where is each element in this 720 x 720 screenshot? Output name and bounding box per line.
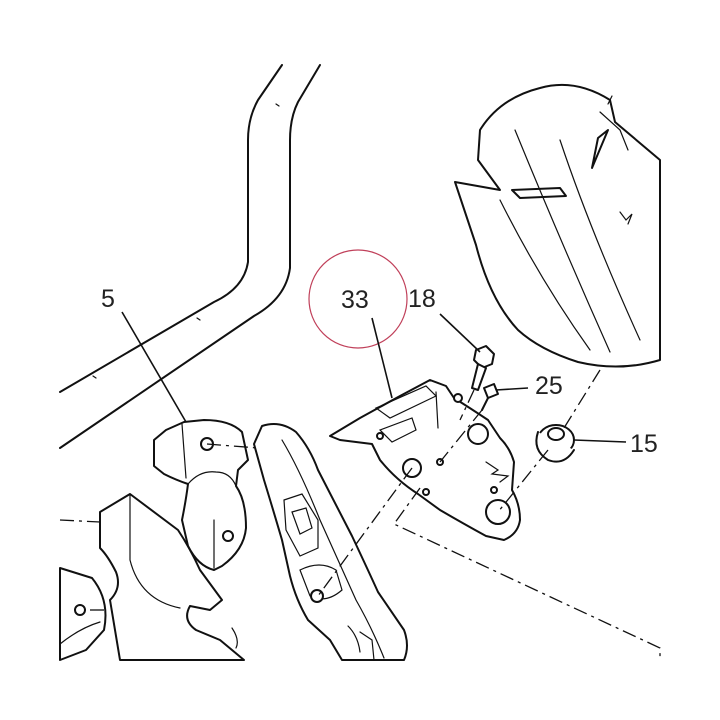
callout-33: 33: [341, 286, 369, 314]
screw-25: [439, 383, 499, 463]
mirror-mount-arm: [253, 423, 408, 661]
frame-outline: [59, 64, 321, 449]
grommet-15: [497, 369, 601, 513]
bracket-block: [153, 419, 259, 571]
leader-33: [371, 317, 393, 399]
assembly-centre-lines: [317, 467, 661, 660]
leader-5: [121, 311, 187, 423]
callout-5: 5: [101, 285, 115, 313]
callout-33-highlight: [308, 249, 408, 349]
callout-18: 18: [408, 285, 436, 313]
bolt-18: [459, 345, 495, 421]
leader-15: [573, 439, 627, 443]
bracket-plate: [329, 379, 521, 541]
windscreen: [454, 83, 661, 368]
callout-25: 25: [535, 372, 563, 400]
callout-15: 15: [630, 430, 658, 458]
leader-18: [439, 313, 481, 353]
leader-25: [495, 387, 529, 391]
